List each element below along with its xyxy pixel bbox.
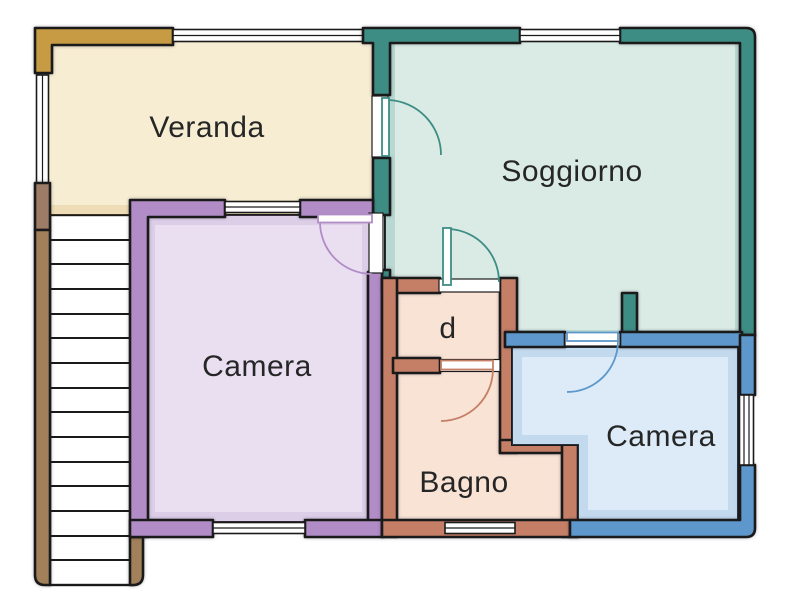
bagno-door-leaf xyxy=(440,359,494,371)
room-camera-right xyxy=(503,330,757,539)
veranda-soggiorno-door-arc xyxy=(388,99,442,156)
soggiorno-top-right-wall xyxy=(618,26,757,337)
camera-left-label: Camera xyxy=(202,350,312,383)
camera-right-bottom-wall xyxy=(568,463,757,539)
stairs-left-wall xyxy=(33,228,52,587)
camera-left-bottom-right-wall xyxy=(303,518,384,539)
veranda-label: Veranda xyxy=(149,111,264,144)
disimpegno-label: d xyxy=(439,312,456,345)
camera-right-right-wall-upper xyxy=(738,333,757,397)
soggiorno-stub-wall xyxy=(620,291,639,337)
disimpegno-door-leaf xyxy=(442,227,452,286)
veranda-corner-wall xyxy=(33,26,175,75)
disimpegno-bagno-divider-wall xyxy=(391,356,442,375)
camera-left-door-arc xyxy=(319,221,373,275)
soggiorno-label: Soggiorno xyxy=(501,155,642,188)
camera-right-floor-shading xyxy=(512,347,738,520)
stairs-right-stub-wall xyxy=(128,535,145,587)
disimpegno-door-opening xyxy=(438,278,501,293)
disimpegno-door-arc xyxy=(449,228,500,283)
veranda-soggiorno-door-leaf xyxy=(381,97,390,157)
bagno-label: Bagno xyxy=(419,466,508,499)
camera-left-floor xyxy=(144,214,373,523)
camera-right-window xyxy=(738,394,755,466)
camera-right-top-wall-left xyxy=(503,330,567,349)
bagno-door-arc xyxy=(440,368,494,422)
camera-left-right-wall xyxy=(366,270,384,524)
camera-left-door-leaf xyxy=(317,213,373,224)
camera-right-door-leaf xyxy=(566,331,619,342)
stairs-step-lines xyxy=(50,239,133,561)
stairs-walls xyxy=(33,181,145,587)
camera-right-door-arc xyxy=(566,340,619,393)
veranda-floor xyxy=(37,31,388,216)
camera-left-bottom-left-wall xyxy=(128,518,215,539)
camera-right-top-wall-right xyxy=(618,330,744,349)
room-labels: Veranda Soggiorno Camera d Bagno Camera xyxy=(149,111,715,499)
camera-left-door-opening xyxy=(368,212,384,274)
soggiorno-left-wall-mid xyxy=(371,156,392,217)
stairs-upper-left-wall xyxy=(33,181,52,232)
camera-right-label: Camera xyxy=(606,420,716,453)
bagno-left-wall xyxy=(380,276,399,539)
room-camera-left xyxy=(128,198,384,539)
stairs-steps xyxy=(48,213,135,587)
staircase xyxy=(48,213,135,587)
